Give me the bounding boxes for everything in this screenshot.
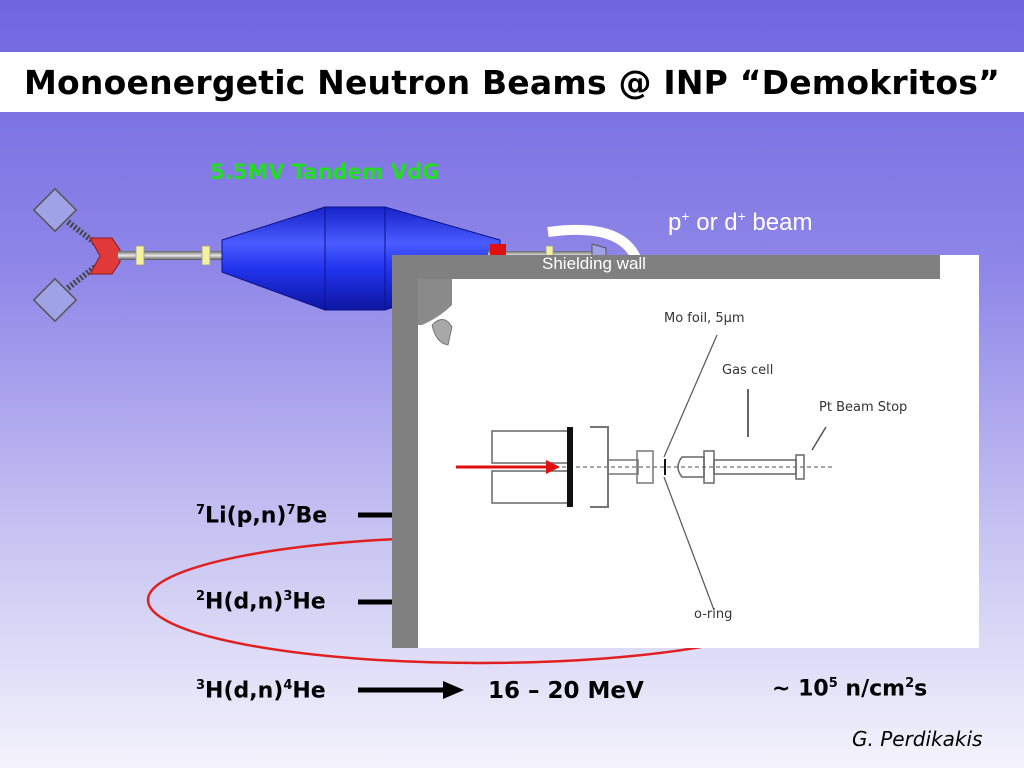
mo-foil-label: Mo foil, 5μm <box>664 311 745 326</box>
beam-curve-arrow <box>547 224 641 261</box>
reaction-d-d-n: 2H(d,n)3He <box>196 589 326 615</box>
title-bar: Monoenergetic Neutron Beams @ INP “Demok… <box>0 52 1024 112</box>
neutron-flux: ~ 105 n/cm2s <box>772 676 928 702</box>
tandem-label: 5.5MV Tandem VdG <box>210 160 440 184</box>
energy-range: 16 – 20 MeV <box>488 678 644 704</box>
o-ring-label: o-ring <box>694 607 733 622</box>
beam-stop-label: Pt Beam Stop <box>819 400 908 415</box>
reaction-li-p-n: 7Li(p,n)7Be <box>196 503 328 529</box>
gas-cell-drawing <box>392 255 940 648</box>
shielding-wall-top <box>392 255 940 279</box>
beam-label: p+ or d+ beam <box>668 208 813 236</box>
beam-element <box>490 244 506 258</box>
injector-magnet <box>89 237 121 275</box>
author-credit: G. Perdikakis <box>852 727 983 751</box>
ion-source-upper <box>32 187 97 246</box>
ion-source-lower <box>32 264 97 323</box>
reaction-t-d-n: 3H(d,n)4He <box>196 678 326 704</box>
collimator-plate <box>567 427 573 507</box>
gas-cell-panel: Mo foil, 5μm Gas cell Pt Beam Stop o-rin… <box>392 255 979 648</box>
slide-title: Monoenergetic Neutron Beams @ INP “Demok… <box>24 62 1000 102</box>
gas-cell-label: Gas cell <box>722 363 774 378</box>
shielding-wall-left <box>392 255 418 648</box>
shielding-wall-label: Shielding wall <box>542 254 646 273</box>
low-energy-beam-pipe <box>118 251 230 260</box>
